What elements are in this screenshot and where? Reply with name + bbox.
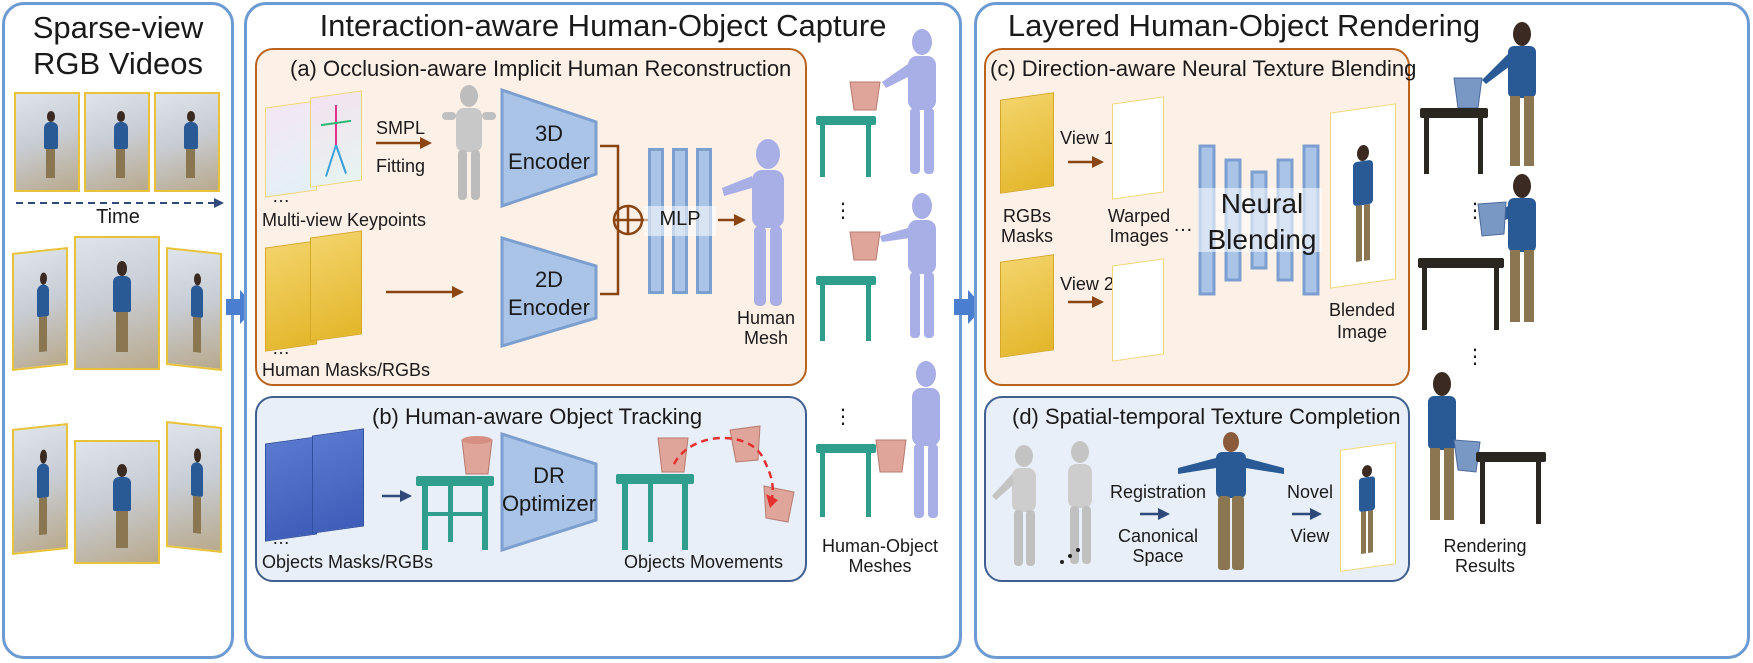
sparse-view-title-line1: Sparse-view (32, 10, 204, 45)
view-2-label: View 2 (1060, 274, 1114, 294)
masks-to-encoder-arrow (386, 286, 464, 298)
view-1-arrow (1068, 156, 1104, 168)
sparse-view-title-line2: RGB Videos (32, 46, 203, 81)
novel-view-label-line2: View (1290, 526, 1330, 546)
neural-blending-label-line1: Neural (1220, 188, 1304, 219)
textured-t-pose-figure (1178, 432, 1284, 570)
human-mesh-label-line2: Mesh (743, 328, 788, 348)
table-with-bucket (416, 436, 494, 550)
video-frame (154, 92, 220, 192)
mlp-to-mesh-arrow (718, 214, 746, 226)
smpl-body-figure (442, 85, 496, 200)
blended-image-label-line2: Image (1336, 322, 1388, 342)
canonical-space-label-line2: Space (1132, 546, 1184, 566)
time-arrow (16, 198, 224, 208)
subpanel-a-title: (a) Occlusion-aware Implicit Human Recon… (290, 56, 792, 81)
flow-arrow-1 (226, 290, 256, 324)
encoder-3d-label-line1: 3D (534, 121, 564, 146)
object-masks-label: Objects Masks/RGBs (262, 552, 434, 572)
canonical-space-label-line1: Canonical (1117, 526, 1199, 546)
keypoint-card (310, 90, 362, 188)
novel-view-arrow (1292, 508, 1322, 520)
warped-images-label-line2: Images (1109, 226, 1169, 246)
encoder-3d-label-line2: Encoder (508, 149, 590, 174)
rendering-results-label-line2: Results (1454, 556, 1516, 576)
warped-ellipsis: … (1173, 214, 1193, 236)
human-object-mesh-1 (816, 29, 936, 177)
registered-bodies-figure (992, 441, 1092, 566)
subpanel-b-title: (b) Human-aware Object Tracking (372, 404, 703, 429)
object-masks-arrow (382, 490, 412, 502)
neural-blending-network (1198, 144, 1322, 296)
neural-blending-label-line2: Blending (1207, 224, 1317, 255)
video-frame (166, 421, 222, 553)
object-masks-ellipsis: … (272, 528, 290, 548)
smpl-label: SMPL (376, 118, 426, 138)
smpl-arrow (376, 137, 432, 149)
human-object-meshes-label-line1: Human-Object (821, 536, 939, 556)
video-frame (166, 247, 222, 371)
video-frame (74, 440, 160, 564)
blended-image-card (1330, 103, 1396, 289)
blended-image-label-line1: Blended (1328, 300, 1396, 320)
human-object-mesh-3 (816, 361, 940, 518)
encoder-2d-label-line2: Encoder (508, 295, 590, 320)
rgb-mask-card (1000, 92, 1054, 194)
keypoints-label: Multi-view Keypoints (262, 210, 427, 230)
rgb-mask-card (1000, 254, 1054, 358)
mlp-highlight (644, 206, 716, 236)
novel-view-label-line1: Novel (1286, 482, 1334, 502)
meshes-vdots: ⋮ (833, 406, 853, 428)
object-mask-card (312, 428, 364, 534)
masks-ellipsis: … (272, 338, 290, 358)
rendering-result-3 (1428, 372, 1546, 524)
plus-icon (614, 206, 642, 234)
rgbs-label-line2: Masks (1000, 226, 1053, 246)
object-mask-card (265, 436, 317, 542)
registration-arrow (1140, 508, 1170, 520)
mlp-label: MLP (659, 208, 701, 230)
encoder-2d-label-line1: 2D (534, 267, 564, 292)
subpanel-c-title: (c) Direction-aware Neural Texture Blend… (990, 56, 1417, 81)
view-2-arrow (1068, 296, 1104, 308)
rendering-result-1 (1420, 22, 1536, 174)
registration-label: Registration (1109, 482, 1207, 502)
encoder-2d (500, 236, 598, 348)
novel-view-card (1340, 442, 1396, 572)
warped-image-card (1112, 96, 1164, 200)
meshes-vdots: ⋮ (833, 200, 853, 222)
dr-optimizer-label-line2: Optimizer (501, 491, 597, 516)
results-vdots: ⋮ (1465, 346, 1485, 368)
subpanel-d-title: (d) Spatial-temporal Texture Completion (1012, 404, 1401, 429)
keypoints-ellipsis: … (272, 186, 290, 206)
rendering-result-2 (1418, 174, 1536, 330)
time-label: Time (96, 206, 140, 228)
view-1-label: View 1 (1060, 128, 1114, 148)
fitting-label: Fitting (376, 156, 426, 176)
object-movements-label: Objects Movements (624, 552, 784, 572)
dr-optimizer-label-line1: DR (533, 463, 565, 488)
rgbs-label-line1: RGBs (1002, 206, 1051, 226)
video-frame (84, 92, 150, 192)
capture-panel-title: Interaction-aware Human-Object Capture (319, 8, 887, 43)
rendering-results-label-line1: Rendering (1443, 536, 1527, 556)
human-mask-card (310, 230, 362, 342)
human-mesh-figure (722, 139, 784, 306)
flow-arrow-2 (954, 290, 984, 324)
video-frame (74, 236, 160, 370)
human-masks-label: Human Masks/RGBs (262, 360, 431, 380)
warped-images-label-line1: Warped (1107, 206, 1171, 226)
object-movements-figure (616, 425, 795, 550)
video-frame (12, 423, 68, 555)
encoder-3d (500, 88, 598, 208)
human-object-meshes-label-line2: Meshes (848, 556, 912, 576)
video-frame (12, 247, 68, 371)
rendering-panel-title: Layered Human-Object Rendering (1007, 8, 1481, 43)
human-mesh-label-line1: Human (736, 308, 796, 328)
warped-image-card (1112, 258, 1164, 362)
subpanel-d (984, 396, 1410, 582)
dr-optimizer (500, 432, 598, 552)
human-object-mesh-2 (816, 193, 936, 341)
video-frame (14, 92, 80, 192)
